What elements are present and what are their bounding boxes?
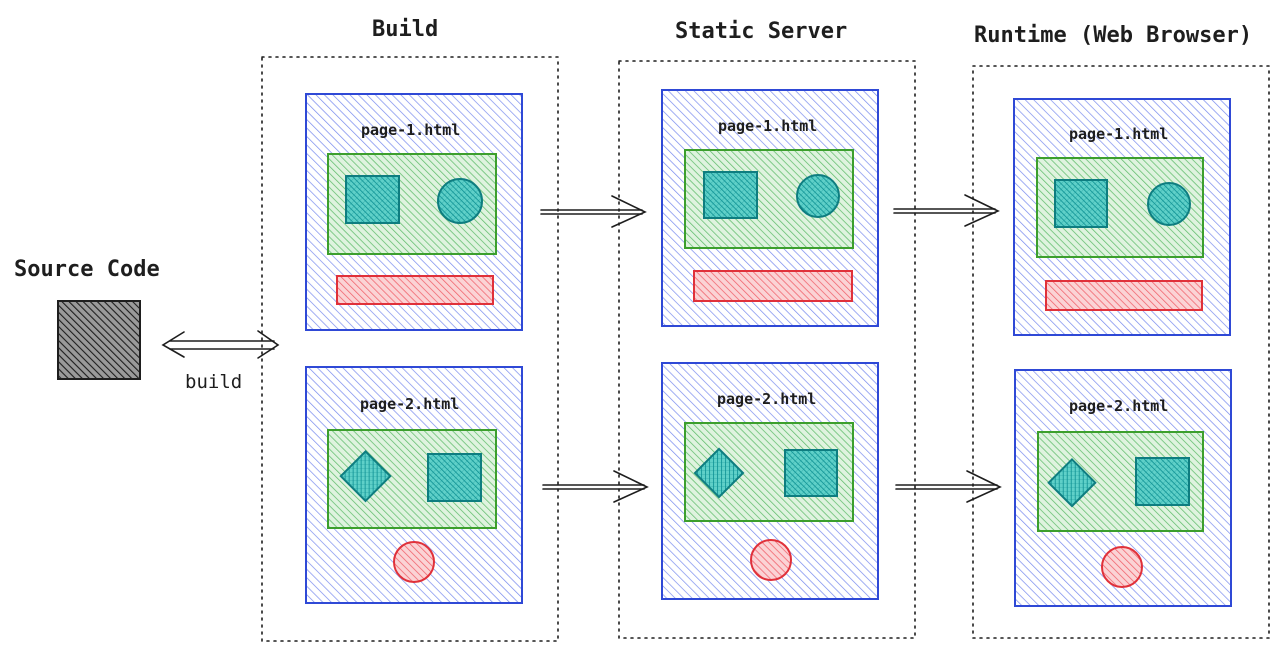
square-shape-icon [1135,457,1190,506]
column-title: Build [372,17,438,42]
build-edge-label: build [185,371,242,393]
diamond-shape-icon [1047,457,1097,508]
page-filename: page-2.html [1069,397,1168,415]
column-build: Build page-1.html page-2.html [261,17,559,642]
page-filename: page-2.html [360,395,459,413]
column-runtime: Runtime (Web Browser) page-1.html page-2… [972,23,1270,639]
page-filename: page-1.html [361,121,460,139]
column-frame [618,60,916,639]
circle-shape-icon [393,541,435,583]
arrow-right-icon [895,470,1002,503]
arrow-right-icon [540,195,647,228]
circle-shape-icon [750,539,792,581]
circle-shape-icon [1101,546,1143,588]
page-filename: page-1.html [1069,125,1168,143]
square-shape-icon [1054,179,1108,228]
page-card-2: page-2.html [661,362,879,600]
square-shape-icon [345,175,400,224]
source-code-block [57,300,141,380]
square-shape-icon [784,449,838,497]
page-card-2: page-2.html [305,366,523,604]
page-filename: page-2.html [717,390,816,408]
build-edge: build [161,330,280,393]
square-shape-icon [427,453,482,502]
arrow-right-icon [542,470,649,503]
page-card-1: page-1.html [1013,98,1231,336]
page-filename: page-1.html [718,117,817,135]
circle-shape-icon [796,174,840,218]
diamond-shape-icon [339,450,392,503]
diamond-shape-icon [693,447,745,499]
red-bar [693,270,853,302]
double-arrow-icon [161,330,280,359]
source-code-title: Source Code [14,257,160,282]
arrow-right-icon [893,194,1000,227]
column-title: Runtime (Web Browser) [974,23,1252,48]
column-frame [972,65,1270,639]
column-title: Static Server [675,19,847,44]
red-bar [1045,280,1203,311]
column-static-server: Static Server page-1.html page-2.html [618,19,916,639]
page-card-2: page-2.html [1014,369,1232,607]
page-card-1: page-1.html [661,89,879,327]
square-shape-icon [703,171,758,219]
page-card-1: page-1.html [305,93,523,331]
source-code-node: Source Code [14,257,160,380]
red-bar [336,275,494,305]
column-frame [261,56,559,642]
circle-shape-icon [1147,182,1191,226]
circle-shape-icon [437,178,483,224]
